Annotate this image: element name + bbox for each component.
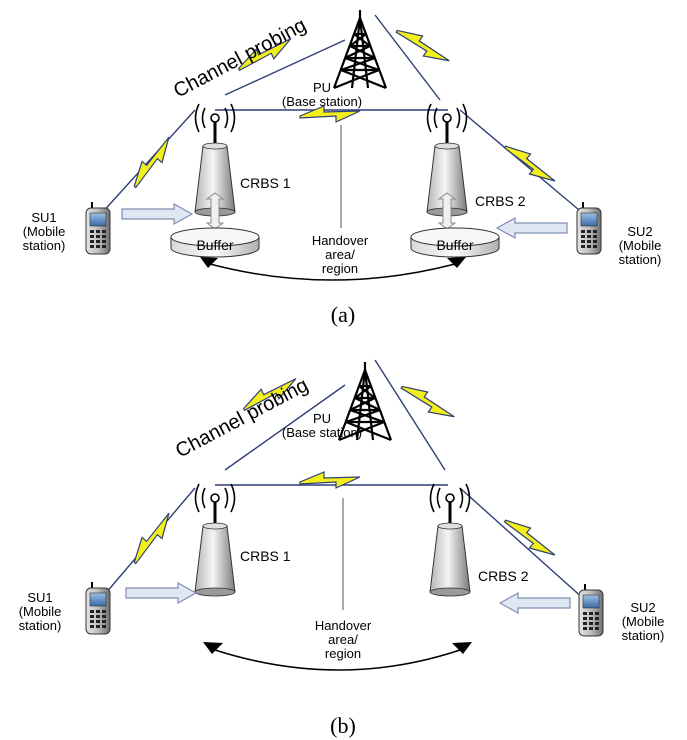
lightning-bolt-icon <box>501 511 559 565</box>
lightning-bolt-icon <box>393 21 453 71</box>
su1-sublabel-1: (Mobile <box>23 224 66 239</box>
link-lines <box>99 359 586 601</box>
pu-label: PU <box>313 411 331 426</box>
su2-label: SU2 <box>627 224 652 239</box>
su1-label: SU1 <box>27 590 52 605</box>
panel-b: PU (Base station) Channel probing CRBS 1… <box>19 359 665 738</box>
lightning-bolt-icon <box>398 377 458 427</box>
channel-probing-label: Channel probing <box>170 14 310 102</box>
su2-phone-icon <box>578 583 604 637</box>
su2-sublabel-2: station) <box>622 628 665 643</box>
caption-a: (a) <box>331 302 355 327</box>
buffer1-label: Buffer <box>196 237 233 253</box>
su1-sublabel-2: station) <box>19 618 62 633</box>
arc-left-arrowhead <box>200 257 218 268</box>
su2-arrow-icon <box>499 592 571 614</box>
arc-left-arrowhead <box>203 642 223 654</box>
su1-sublabel-2: station) <box>23 238 66 253</box>
lightning-bolt-icon <box>501 137 559 191</box>
su1-phone-icon <box>85 201 111 255</box>
arc-right-arrowhead <box>452 642 472 654</box>
handover-arc <box>214 649 461 671</box>
su2-arrow-icon <box>496 217 568 239</box>
pu-tower-icon <box>332 8 388 90</box>
handover-label-3: region <box>322 261 358 276</box>
handover-label-1: Handover <box>312 233 369 248</box>
su2-phone-icon <box>576 201 602 255</box>
crbs1-label: CRBS 1 <box>240 548 291 564</box>
su2-sublabel-1: (Mobile <box>622 614 665 629</box>
pu-label: PU <box>313 80 331 95</box>
link-lines <box>99 14 586 216</box>
handover-label-2: area/ <box>328 632 358 647</box>
crbs2-label: CRBS 2 <box>475 193 526 209</box>
handover-label-3: region <box>325 646 361 661</box>
su2-sublabel-1: (Mobile <box>619 238 662 253</box>
handover-label-2: area/ <box>325 247 355 262</box>
caption-b: (b) <box>330 713 356 738</box>
crbs1-tower-icon <box>193 482 237 598</box>
su1-arrow-icon <box>121 203 193 225</box>
su1-label: SU1 <box>31 210 56 225</box>
su1-sublabel-1: (Mobile <box>19 604 62 619</box>
crbs2-tower-icon <box>428 482 472 598</box>
su1-phone-icon <box>85 581 111 635</box>
su2-sublabel-2: station) <box>619 252 662 267</box>
su1-arrow-icon <box>125 582 197 604</box>
channel-probing-label: Channel probing <box>172 374 312 462</box>
handover-label-1: Handover <box>315 618 372 633</box>
crbs1-label: CRBS 1 <box>240 175 291 191</box>
handover-arc <box>209 263 456 281</box>
crbs2-label: CRBS 2 <box>478 568 529 584</box>
lightning-bolt-icon <box>125 133 179 191</box>
su2-label: SU2 <box>630 600 655 615</box>
arc-right-arrowhead <box>447 257 466 268</box>
panel-a: PU (Base station) Channel probing CRBS 1… <box>23 8 662 327</box>
pu-sublabel: (Base station) <box>282 425 362 440</box>
buffer2-label: Buffer <box>436 237 473 253</box>
pu-sublabel: (Base station) <box>282 94 362 109</box>
